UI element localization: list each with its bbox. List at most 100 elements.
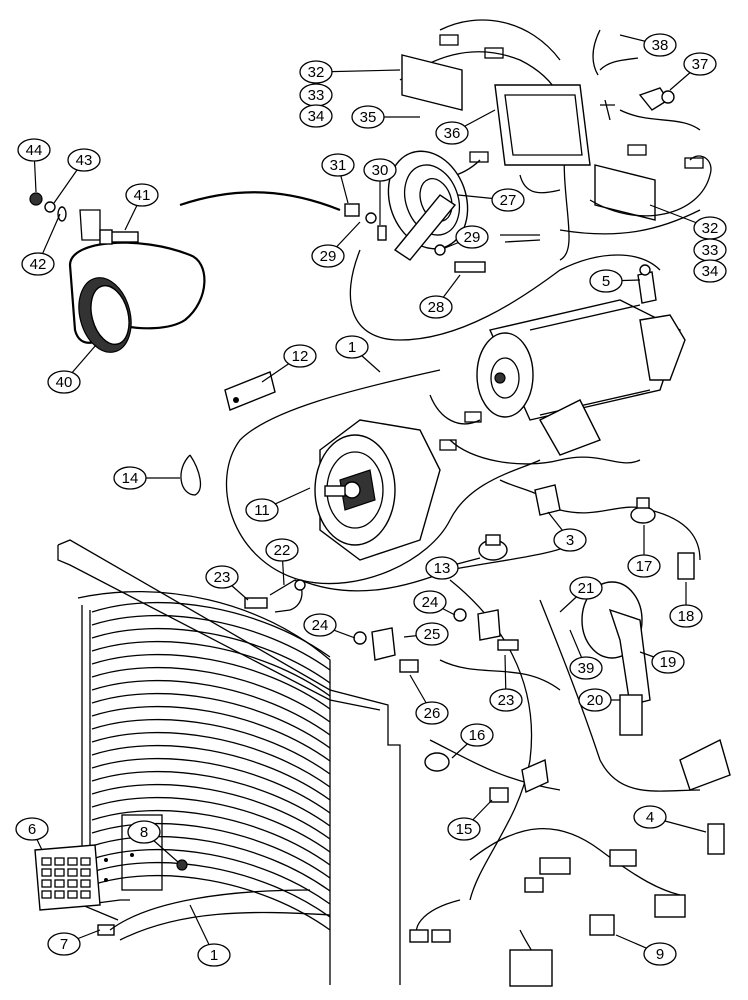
callout-5: 5 (589, 269, 641, 293)
callout-number: 20 (587, 692, 604, 709)
callout-number: 5 (602, 273, 610, 290)
callout-number: 13 (434, 560, 451, 577)
callout-number: 19 (660, 654, 677, 671)
callout-34: 34 (299, 104, 333, 128)
callout-7: 7 (47, 929, 101, 956)
callout-29: 29 (311, 221, 361, 268)
callout-17: 17 (627, 525, 661, 578)
callout-33: 33 (693, 238, 727, 262)
callout-number: 18 (678, 608, 695, 625)
callout-6: 6 (15, 817, 49, 851)
callout-number: 17 (636, 558, 653, 575)
callout-22: 22 (265, 538, 299, 586)
callout-18: 18 (669, 582, 703, 628)
callout-23: 23 (489, 654, 523, 712)
callout-number: 43 (76, 152, 93, 169)
callout-25: 25 (403, 622, 449, 646)
callout-4: 4 (633, 805, 707, 833)
callout-number: 37 (692, 56, 709, 73)
horn-27 (344, 150, 541, 273)
callout-number: 14 (122, 470, 139, 487)
horn-assembly (29, 191, 341, 353)
alternator-11 (314, 394, 482, 561)
callout-15: 15 (447, 799, 493, 841)
callout-12: 12 (261, 344, 317, 383)
callout-14: 14 (113, 466, 180, 490)
callout-number: 39 (578, 660, 595, 677)
callout-8: 8 (127, 820, 179, 863)
callout-34: 34 (693, 259, 727, 283)
small-parts (34, 264, 731, 987)
callout-32: 32 (299, 60, 401, 84)
callout-number: 23 (498, 692, 515, 709)
callout-19: 19 (639, 650, 685, 674)
callout-24: 24 (303, 613, 356, 639)
callout-42: 42 (21, 213, 61, 276)
callout-number: 22 (274, 542, 291, 559)
callout-23: 23 (205, 565, 249, 601)
callout-number: 26 (424, 705, 441, 722)
callout-number: 21 (578, 580, 595, 597)
callout-3: 3 (547, 511, 587, 552)
callout-number: 24 (312, 617, 329, 634)
callout-number: 35 (360, 109, 377, 126)
callout-13: 13 (425, 556, 481, 580)
callout-number: 3 (566, 532, 574, 549)
callout-number: 8 (140, 824, 148, 841)
callout-9: 9 (615, 934, 677, 966)
callout-21: 21 (559, 576, 603, 613)
callout-28: 28 (419, 274, 461, 319)
callout-33: 33 (299, 83, 333, 107)
callout-number: 38 (652, 37, 669, 54)
callout-27: 27 (457, 188, 525, 212)
callout-number: 15 (456, 821, 473, 838)
callout-number: 1 (210, 947, 218, 964)
callout-35: 35 (351, 105, 420, 129)
callout-number: 44 (26, 142, 43, 159)
callout-number: 12 (292, 348, 309, 365)
callout-number: 11 (254, 502, 270, 519)
callout-44: 44 (17, 138, 51, 193)
callout-number: 9 (656, 946, 664, 963)
callout-1: 1 (189, 904, 231, 967)
callout-1: 1 (335, 335, 381, 373)
callout-number: 28 (428, 299, 445, 316)
callout-number: 32 (702, 220, 719, 237)
callout-37: 37 (669, 52, 717, 91)
callout-24: 24 (413, 590, 456, 616)
callout-32: 32 (649, 204, 727, 240)
upper-lights-harness (399, 19, 712, 261)
callout-38: 38 (619, 33, 677, 57)
callout-number: 25 (424, 626, 441, 643)
starter-motor (476, 299, 686, 456)
callout-30: 30 (363, 158, 397, 225)
radiator-grille (57, 539, 401, 985)
callout-16: 16 (451, 723, 494, 759)
callout-39: 39 (569, 629, 603, 680)
callout-number: 29 (320, 248, 337, 265)
callout-number: 30 (372, 162, 389, 179)
callout-number: 32 (308, 64, 325, 81)
callout-number: 16 (469, 727, 486, 744)
callout-number: 27 (500, 192, 517, 209)
callout-number: 42 (30, 256, 47, 273)
callout-40: 40 (47, 344, 97, 394)
callout-number: 4 (646, 809, 654, 826)
callout-41: 41 (124, 183, 159, 231)
callout-number: 34 (308, 108, 325, 125)
callout-number: 24 (422, 594, 439, 611)
callout-11: 11 (245, 487, 311, 522)
callout-number: 33 (702, 242, 719, 259)
callout-43: 43 (53, 148, 101, 204)
callout-29: 29 (444, 225, 489, 249)
callout-number: 1 (348, 339, 356, 356)
callout-number: 33 (308, 87, 325, 104)
callout-31: 31 (321, 153, 355, 204)
callout-number: 40 (56, 374, 73, 391)
callout-number: 7 (60, 936, 68, 953)
callout-number: 36 (444, 125, 461, 142)
callout-26: 26 (409, 674, 449, 725)
